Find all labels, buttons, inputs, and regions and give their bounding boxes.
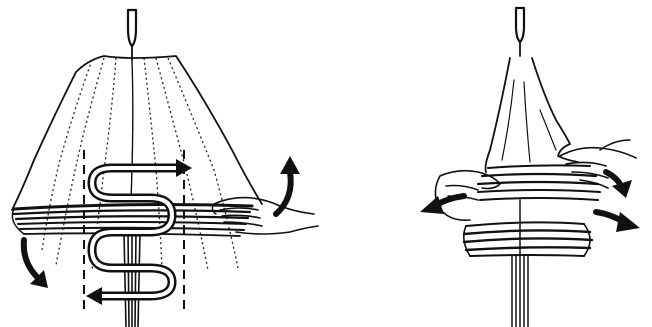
- center-line: [131, 60, 133, 200]
- left-panel: [12, 10, 318, 327]
- hand-left: [435, 171, 500, 221]
- pull-left-arrow-icon: [420, 196, 464, 214]
- hanging-hook-icon: [128, 10, 136, 60]
- suspension-lines: [124, 232, 140, 327]
- gathered-canopy: [486, 58, 579, 172]
- hanging-hook-icon: [516, 8, 524, 56]
- folded-stack-lower: [464, 222, 592, 256]
- pull-right-arrow-icon: [606, 172, 632, 198]
- rotate-down-arrow-icon: [24, 240, 48, 288]
- canopy-outline: [12, 56, 262, 210]
- folded-stack-upper: [478, 165, 600, 200]
- suspension-lines: [512, 200, 528, 327]
- hand-right-upper: [560, 140, 636, 188]
- right-panel: [420, 8, 640, 327]
- pull-right-lower-arrow-icon: [596, 212, 640, 232]
